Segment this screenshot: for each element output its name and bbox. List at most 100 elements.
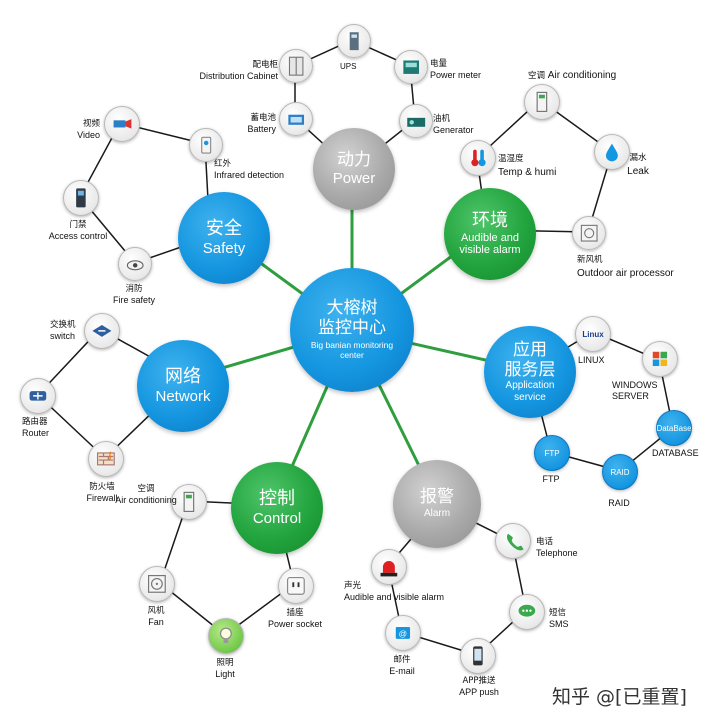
ups-icon	[337, 24, 371, 58]
infrared-detector-icon	[189, 128, 223, 162]
fan-icon	[139, 566, 175, 602]
router-icon	[20, 378, 56, 414]
label-firewall-en: Firewall	[86, 493, 118, 503]
app-push-icon	[460, 638, 496, 674]
hub-alarm-en: Alarm	[423, 508, 451, 520]
label-ups: UPS	[340, 61, 356, 72]
label-ups-en: UPS	[340, 62, 357, 71]
label-database: DATABASE	[652, 448, 699, 459]
hub-safety-en: Safety	[202, 239, 246, 257]
hub-power-zh: 动力	[337, 149, 371, 170]
label-siren-zh: 声光	[344, 581, 362, 591]
label-battery-en: Battery	[247, 124, 276, 134]
label-temp-en: Temp & humi	[498, 167, 557, 178]
label-router-en: Router	[22, 428, 50, 438]
label-fan-en: Fan	[148, 617, 164, 627]
hub-app-zh: 应用 服务层	[504, 339, 556, 380]
label-email-zh: 邮件	[393, 655, 411, 665]
label-linux-en: LINUX	[578, 355, 605, 365]
label-meter-zh: 电量	[430, 59, 448, 69]
hub-control-zh: 控制	[259, 488, 295, 510]
label-cabinet-en: Distribution Cabinet	[199, 71, 278, 81]
power-meter-icon	[394, 50, 428, 84]
label-meter-en: Power meter	[430, 70, 482, 80]
label-aircon-env-zh: 空调	[528, 71, 546, 81]
label-switch-zh: 交换机	[50, 320, 76, 330]
hub-env-en: Audible and visible alarm	[459, 231, 521, 257]
label-aircon-ctrl-en: Air conditioning	[115, 495, 177, 505]
label-infrared-zh: 红外	[214, 159, 232, 169]
label-cabinet-zh: 配电柜	[252, 60, 278, 70]
label-app-push-en: APP push	[459, 687, 499, 697]
label-fresh-zh: 新风机	[577, 255, 603, 265]
label-linux: LINUX	[578, 355, 605, 366]
label-temp-zh: 温湿度	[498, 154, 524, 164]
label-fire-en: Fire safety	[112, 295, 155, 305]
label-fire-zh: 消防	[125, 284, 143, 294]
label-fan-zh: 风机	[147, 606, 165, 616]
hub-safety-zh: 安全	[206, 218, 242, 240]
hub-network-zh: 网络	[165, 366, 201, 388]
hub-alarm-zh: 报警	[420, 487, 454, 508]
database-icon: DataBase	[656, 410, 692, 446]
label-infrared-en: Infrared detection	[214, 170, 285, 180]
air-conditioning-icon	[524, 84, 560, 120]
label-router-zh: 路由器	[22, 417, 48, 427]
video-camera-icon	[104, 106, 140, 142]
label-light-en: Light	[215, 669, 235, 679]
hub-application: 应用 服务层 Application service	[484, 326, 576, 418]
email-icon: @	[385, 615, 421, 651]
access-control-icon	[63, 180, 99, 216]
label-sms-en: SMS	[549, 619, 569, 629]
label-telephone-zh: 电话	[536, 537, 554, 547]
generator-icon	[399, 104, 433, 138]
hub-app-en: Application service	[505, 380, 555, 403]
hub-network-en: Network	[155, 387, 211, 405]
firewall-icon	[88, 441, 124, 477]
hub-environment: 环境 Audible and visible alarm	[444, 188, 536, 280]
label-switch-en: switch	[50, 331, 76, 341]
label-aircon-env-en: Air conditioning	[547, 70, 617, 81]
label-access-zh: 门禁	[69, 220, 87, 230]
sms-icon	[509, 594, 545, 630]
ftp-icon: FTP	[534, 435, 570, 471]
label-aircon-ctrl-zh: 空调	[137, 484, 155, 494]
svg-text:@: @	[399, 629, 407, 639]
hub-control-en: Control	[252, 509, 302, 527]
hub-network: 网络 Network	[137, 340, 229, 432]
label-generator-zh: 油机	[433, 114, 451, 124]
label-app-push-zh: APP推送	[462, 676, 496, 686]
battery-icon	[279, 102, 313, 136]
label-windows: WINDOWS SERVER	[612, 380, 658, 402]
label-generator-en: Generator	[433, 125, 474, 135]
center-title-zh: 大榕树 监控中心	[318, 298, 386, 338]
center-title-en: Big banian monitoring center	[310, 340, 394, 361]
control-air-conditioning-icon	[171, 484, 207, 520]
database-icon-text: DataBase	[656, 423, 692, 433]
label-email-en: E-mail	[389, 666, 415, 676]
linux-icon-text: Linux	[582, 329, 604, 339]
thermometer-icon	[460, 140, 496, 176]
raid-icon-text: RAID	[610, 467, 630, 477]
label-windows-en: WINDOWS SERVER	[612, 380, 658, 401]
label-leak-zh: 漏水	[629, 153, 647, 163]
label-telephone-en: Telephone	[536, 548, 578, 558]
watermark: 知乎 @[已重置]	[552, 686, 687, 708]
label-firewall-zh: 防火墙	[89, 482, 115, 492]
